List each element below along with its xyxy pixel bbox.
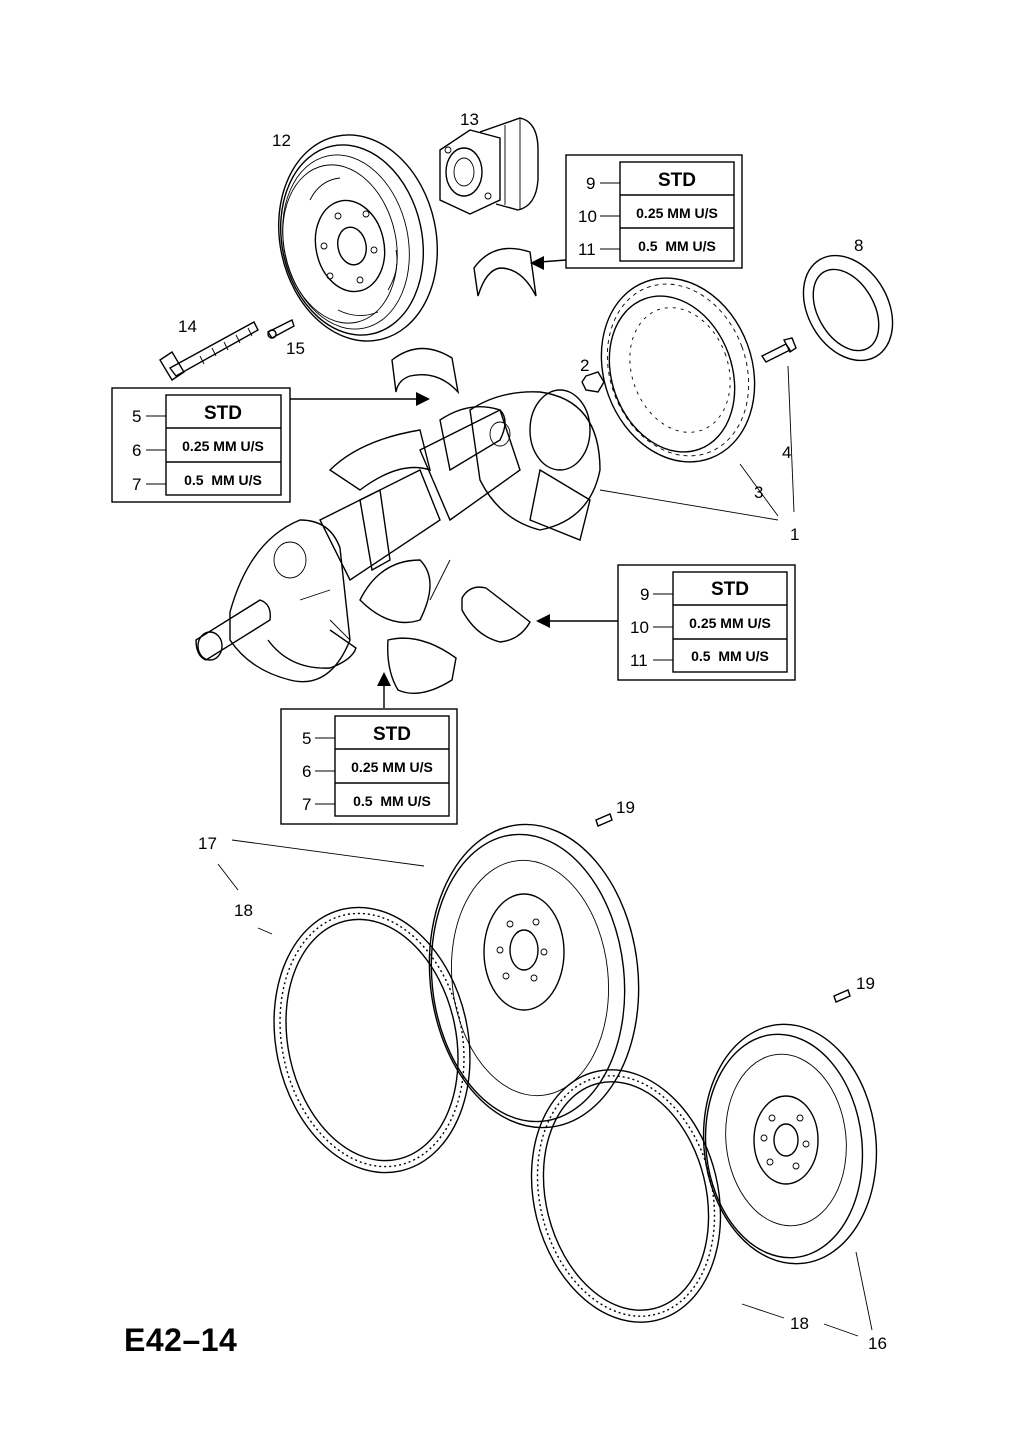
reluctor-bolt — [760, 337, 797, 363]
flywheel-bolt-lower — [833, 989, 851, 1003]
table-cell-undersize: 0.5 MM U/S — [638, 238, 716, 254]
pulley-bolt — [159, 321, 259, 381]
table-cell-undersize: 0.25 MM U/S — [351, 759, 433, 775]
table-row-number: 9 — [640, 585, 649, 604]
ring-gear-upper — [273, 906, 471, 1174]
flywheel-bolt-upper — [595, 813, 613, 827]
table-cell-std: STD — [711, 579, 749, 600]
crankshaft-seal — [802, 254, 894, 362]
callout-17: 17 — [198, 834, 217, 853]
callout-3: 3 — [754, 483, 763, 502]
bearing-table-upper-right: 9 10 11 STD 0.25 MM U/S 0.5 MM U/S — [565, 154, 743, 269]
diagram-reference-code: E42–14 — [124, 1322, 238, 1358]
crankshaft-sprocket — [439, 117, 539, 215]
callout-15: 15 — [286, 339, 305, 358]
ring-gear-lower — [530, 1069, 722, 1323]
callout-1: 1 — [790, 525, 799, 544]
table-cell-undersize: 0.5 MM U/S — [184, 472, 262, 488]
main-bearing-shell-upper — [473, 247, 537, 297]
callout-13: 13 — [460, 110, 479, 129]
table-row-number: 9 — [586, 174, 595, 193]
callout-18-lower: 18 — [790, 1314, 809, 1333]
pulley-washer — [266, 319, 295, 339]
callout-4: 4 — [782, 443, 791, 462]
table-arrows — [290, 256, 618, 708]
flywheel-dual-mass — [428, 823, 640, 1129]
callout-19-upper: 19 — [616, 798, 635, 817]
table-cell-undersize: 0.25 MM U/S — [689, 615, 771, 631]
table-cell-std: STD — [658, 170, 696, 191]
table-cell-std: STD — [204, 403, 242, 424]
reluctor-ring — [600, 277, 756, 463]
table-cell-undersize: 0.5 MM U/S — [691, 648, 769, 664]
crankshaft — [195, 389, 601, 683]
table-row-number: 5 — [132, 407, 141, 426]
table-row-number: 7 — [132, 475, 141, 494]
callout-2: 2 — [580, 356, 589, 375]
flywheel-single-mass — [702, 1023, 878, 1265]
table-row-number: 11 — [578, 240, 596, 259]
main-bearing-shell-mid — [391, 347, 460, 395]
leader-lines — [217, 365, 873, 1337]
callout-18-upper: 18 — [234, 901, 253, 920]
table-row-number: 10 — [578, 207, 597, 226]
bearing-table-bottom: 5 6 7 STD 0.25 MM U/S 0.5 MM U/S — [280, 708, 458, 825]
table-cell-undersize: 0.5 MM U/S — [353, 793, 431, 809]
table-row-number: 11 — [630, 651, 648, 670]
key-nut — [581, 371, 605, 393]
callout-14: 14 — [178, 317, 197, 336]
callout-16: 16 — [868, 1334, 887, 1353]
table-cell-std: STD — [373, 724, 411, 745]
main-bearing-shell-lower-right — [461, 586, 531, 643]
callout-labels: 1 2 3 4 8 12 13 14 15 16 17 18 18 19 19 — [178, 110, 887, 1353]
callout-19-lower: 19 — [856, 974, 875, 993]
table-row-number: 7 — [302, 795, 311, 814]
crankshaft-pulley — [277, 134, 439, 342]
table-cell-undersize: 0.25 MM U/S — [636, 205, 718, 221]
table-cell-undersize: 0.25 MM U/S — [182, 438, 264, 454]
callout-12: 12 — [272, 131, 291, 150]
table-row-number: 6 — [302, 762, 311, 781]
main-bearing-shell-lower-left — [387, 637, 457, 694]
bearing-table-lower-right: 9 10 11 STD 0.25 MM U/S 0.5 MM U/S — [617, 564, 796, 681]
bearing-table-left: 5 6 7 STD 0.25 MM U/S 0.5 MM U/S — [111, 387, 291, 503]
table-row-number: 10 — [630, 618, 649, 637]
table-row-number: 5 — [302, 729, 311, 748]
table-row-number: 6 — [132, 441, 141, 460]
callout-8: 8 — [854, 236, 863, 255]
